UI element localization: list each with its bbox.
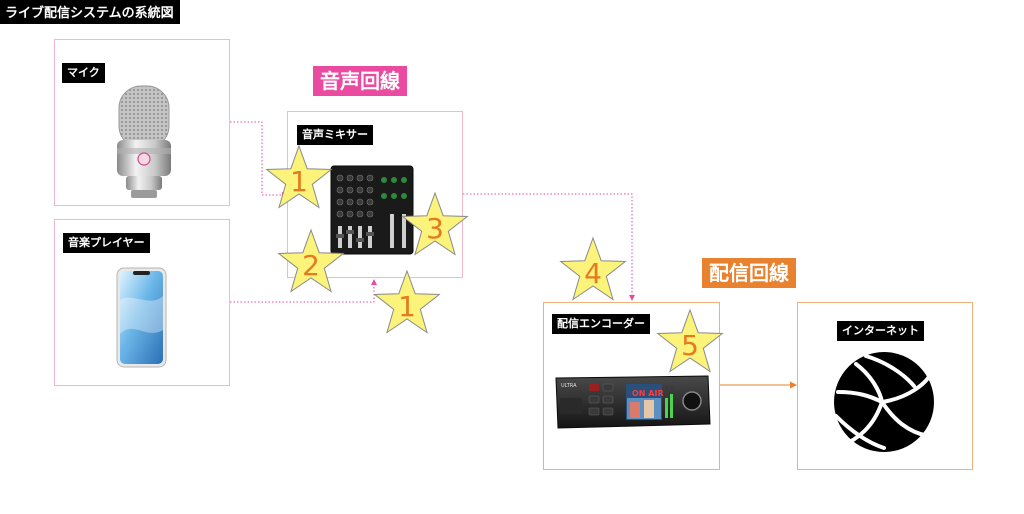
star-number: 4: [584, 257, 602, 290]
star-1-player-input: 1: [373, 269, 441, 334]
audio-line-heading: 音声回線: [313, 66, 407, 96]
star-number: 5: [681, 329, 699, 362]
internet-label: インターネット: [837, 321, 924, 341]
volleyball-icon: [834, 352, 934, 452]
star-4-encoder-input: 4: [559, 236, 627, 301]
star-5-encoder: 5: [656, 308, 724, 373]
star-1-mic: 1: [265, 144, 333, 209]
star-number: 1: [290, 165, 308, 198]
encoder-brand-label: ULTRA: [561, 383, 577, 389]
player-to-mixer-line: [230, 284, 375, 303]
star-number: 2: [302, 249, 320, 282]
music-player-label: 音楽プレイヤー: [63, 233, 150, 253]
star-number: 3: [426, 212, 444, 245]
star-3-mixer-output: 3: [401, 191, 469, 256]
stream-connection: [720, 381, 797, 389]
mixer-to-encoder-line: [463, 193, 633, 296]
encoder-on-air-label: ON AIR: [632, 389, 664, 398]
arrowhead-encoder: [629, 295, 635, 301]
numbered-stars: 1 2 3 1 4 5: [265, 144, 724, 373]
microphone-icon: [117, 85, 171, 198]
encoder-label: 配信エンコーダー: [552, 314, 650, 334]
arrowhead-mixer-player: [371, 279, 377, 285]
mic-label: マイク: [62, 63, 105, 83]
star-2-player: 2: [277, 228, 345, 293]
audio-connections: [230, 121, 633, 303]
mixer-label: 音声ミキサー: [297, 125, 373, 145]
streaming-encoder-icon: ULTRA ON AIR: [555, 375, 711, 429]
mic-to-mixer-line: [230, 121, 284, 196]
arrowhead-internet: [790, 381, 797, 389]
audio-mixer-icon: [330, 165, 414, 255]
star-number: 1: [398, 290, 416, 323]
page-title: ライブ配信システムの系統図: [0, 0, 180, 24]
stream-line-heading: 配信回線: [702, 258, 796, 288]
smartphone-icon: [116, 267, 167, 368]
